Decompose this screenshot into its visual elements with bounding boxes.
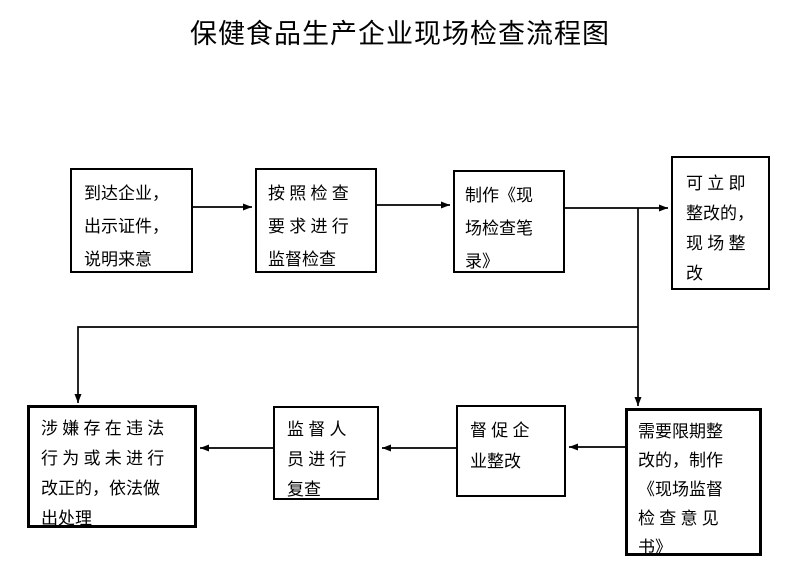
node-urge-rectification: 督 促 企 业整改 bbox=[456, 405, 566, 497]
node-arrive-enterprise: 到达企业， 出示证件， 说明来意 bbox=[70, 168, 193, 273]
node-handle-by-law: 涉 嫌 存 在 违 法 行 为 或 未 进 行 改正的，依法做 出处理 bbox=[27, 405, 197, 528]
node-staff-recheck: 监 督 人 员 进 行 复查 bbox=[273, 406, 379, 500]
arrow-branch-to-handle-by-law bbox=[74, 326, 638, 403]
page-title: 保健食品生产企业现场检查流程图 bbox=[190, 19, 610, 49]
node-make-inspection-record: 制作《现 场检查笔 录》 bbox=[453, 170, 565, 273]
node-deadline-rectification: 需要限期整 改的，制作 《现场监督 检 查 意 见 书》 bbox=[625, 408, 762, 556]
node-onsite-rectification: 可 立 即 整改的， 现 场 整 改 bbox=[671, 156, 770, 290]
node-supervision-inspection: 按 照 检 查 要 求 进 行 监督检查 bbox=[255, 168, 377, 273]
